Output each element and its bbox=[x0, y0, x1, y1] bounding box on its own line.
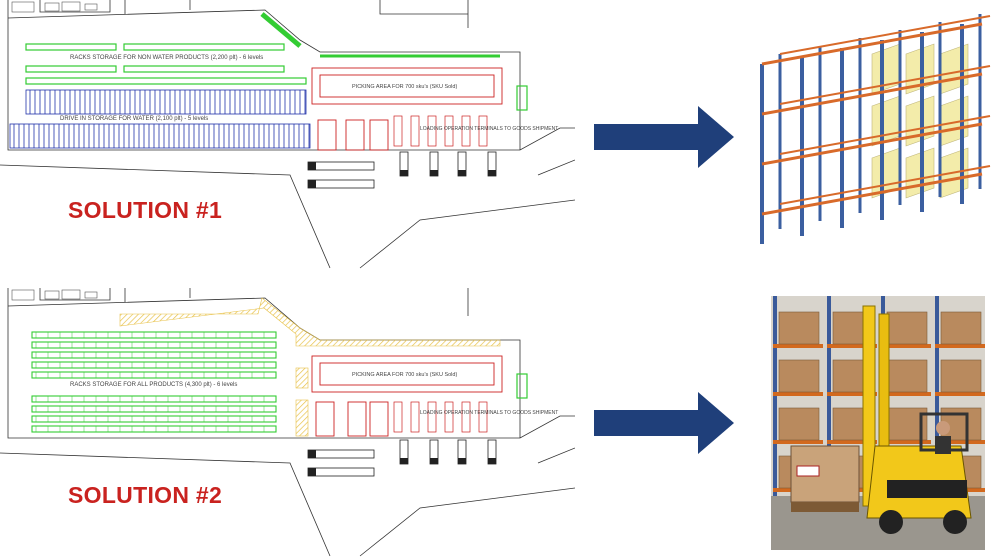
picking-area-label-1: PICKING AREA FOR 700 sku's (SKU Sold) bbox=[352, 84, 457, 90]
rack-storage-label-1a: RACKS STORAGE FOR NON WATER PRODUCTS (2,… bbox=[70, 55, 263, 61]
pallet-racking-3d-illustration bbox=[760, 14, 991, 244]
arrow-right-icon bbox=[594, 392, 734, 454]
reach-truck-forklift-photo bbox=[771, 296, 985, 550]
dock-label-1: LOADING OPERATION TERMINALS TO GOODS SHI… bbox=[420, 126, 558, 132]
solution-2-label: SOLUTION #2 bbox=[68, 482, 223, 508]
solution-1-label: SOLUTION #1 bbox=[68, 197, 223, 223]
warehouse-layout-plan-2: RACKS STORAGE FOR ALL PRODUCTS (4,300 pl… bbox=[0, 288, 575, 557]
warehouse-layout-plan-1: RACKS STORAGE FOR NON WATER PRODUCTS (2,… bbox=[0, 0, 575, 269]
arrow-right-icon bbox=[594, 106, 734, 168]
drive-in-storage-label-1: DRIVE IN STORAGE FOR WATER (2,100 plt) -… bbox=[60, 116, 208, 122]
rack-storage-label-2: RACKS STORAGE FOR ALL PRODUCTS (4,300 pl… bbox=[70, 382, 237, 388]
picking-area-label-2: PICKING AREA FOR 700 sku's (SKU Sold) bbox=[352, 372, 457, 378]
dock-label-2: LOADING OPERATION TERMINALS TO GOODS SHI… bbox=[420, 410, 558, 416]
